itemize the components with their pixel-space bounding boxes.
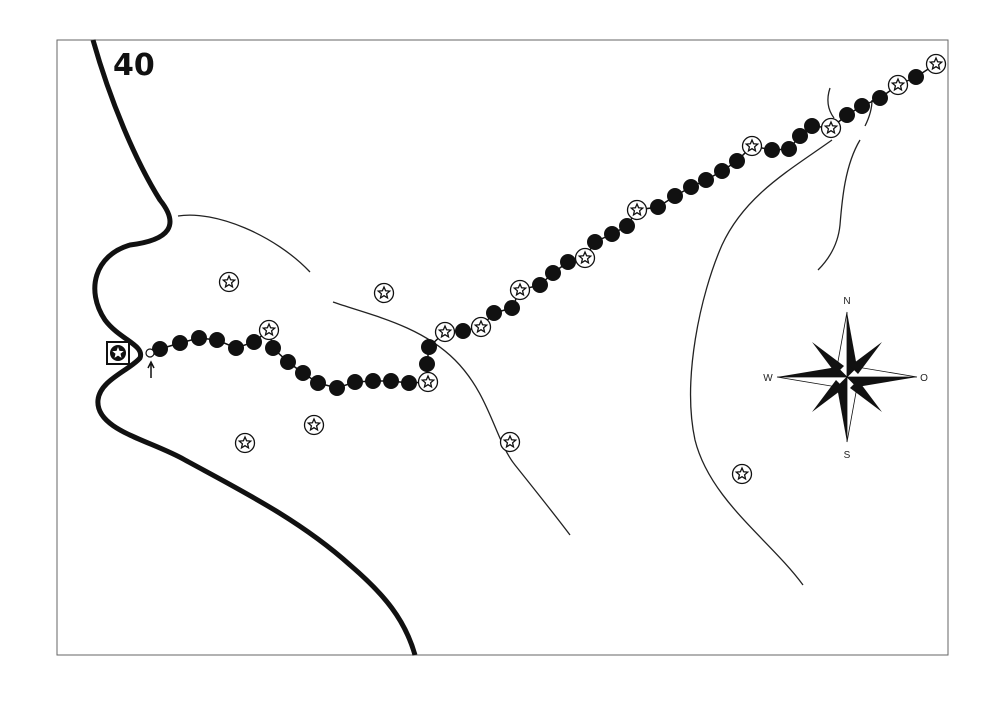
route-dot — [587, 234, 603, 250]
route-dot — [209, 332, 225, 348]
start-point-icon — [145, 348, 155, 358]
route-dot — [310, 375, 326, 391]
route-dot — [383, 373, 399, 389]
star-icon — [734, 466, 750, 481]
terrain-line — [332, 301, 571, 536]
star-icon — [823, 120, 839, 135]
terrain-line — [690, 139, 833, 586]
star-icon — [237, 435, 253, 450]
route-dot — [545, 265, 561, 281]
star-icon — [473, 319, 489, 334]
terrain-line — [817, 139, 861, 271]
compass-south-label: S — [844, 450, 851, 461]
route-dot — [265, 340, 281, 356]
route-dot — [619, 218, 635, 234]
river-thick — [90, 39, 418, 656]
route-dot — [504, 300, 520, 316]
route-dot — [401, 375, 417, 391]
route-line — [149, 63, 937, 389]
route-dot — [280, 354, 296, 370]
star-icon — [890, 77, 906, 92]
star-icon — [629, 202, 645, 217]
compass-west-label: W — [763, 373, 773, 384]
route-dot — [347, 374, 363, 390]
route-dot — [532, 277, 548, 293]
route-dot — [781, 141, 797, 157]
arrow-up-icon — [147, 360, 155, 378]
page-number: 40 — [113, 48, 155, 83]
route-dot — [854, 98, 870, 114]
route-dot — [295, 365, 311, 381]
terrain-line — [827, 87, 835, 119]
route-dot — [329, 380, 345, 396]
route-dot — [365, 373, 381, 389]
route-dot — [792, 128, 808, 144]
route-dot — [604, 226, 620, 242]
star-icon — [112, 347, 124, 358]
route-dot — [698, 172, 714, 188]
star-icon — [306, 417, 322, 432]
route-dot — [683, 179, 699, 195]
route-dot — [650, 199, 666, 215]
star-icon — [261, 322, 277, 337]
compass-north-label: N — [843, 296, 850, 307]
star-icon — [512, 282, 528, 297]
route-dot — [560, 254, 576, 270]
route-dot — [152, 341, 168, 357]
route-dot — [419, 356, 435, 372]
route-dot — [908, 69, 924, 85]
route — [149, 53, 947, 396]
star-icon — [221, 274, 237, 289]
star-icon — [420, 374, 436, 389]
route-dot — [246, 334, 262, 350]
compass-rose-icon — [776, 311, 918, 443]
route-dot — [872, 90, 888, 106]
star-icon — [376, 285, 392, 300]
route-dot — [228, 340, 244, 356]
route-dot — [421, 339, 437, 355]
star-icon — [502, 434, 518, 449]
route-dot — [486, 305, 502, 321]
route-dot — [455, 323, 471, 339]
route-dot — [172, 335, 188, 351]
route-dot — [191, 330, 207, 346]
route-dot — [729, 153, 745, 169]
route-dot — [804, 118, 820, 134]
terrain-line — [177, 214, 311, 273]
terrain-line — [864, 99, 873, 127]
star-icon — [744, 138, 760, 153]
star-icon — [437, 324, 453, 339]
route-dot — [839, 107, 855, 123]
compass-east-label: O — [920, 373, 928, 384]
route-dot — [667, 188, 683, 204]
star-markers — [218, 271, 753, 485]
route-dot — [764, 142, 780, 158]
star-icon — [577, 250, 593, 265]
route-dot — [714, 163, 730, 179]
star-icon — [928, 56, 944, 71]
